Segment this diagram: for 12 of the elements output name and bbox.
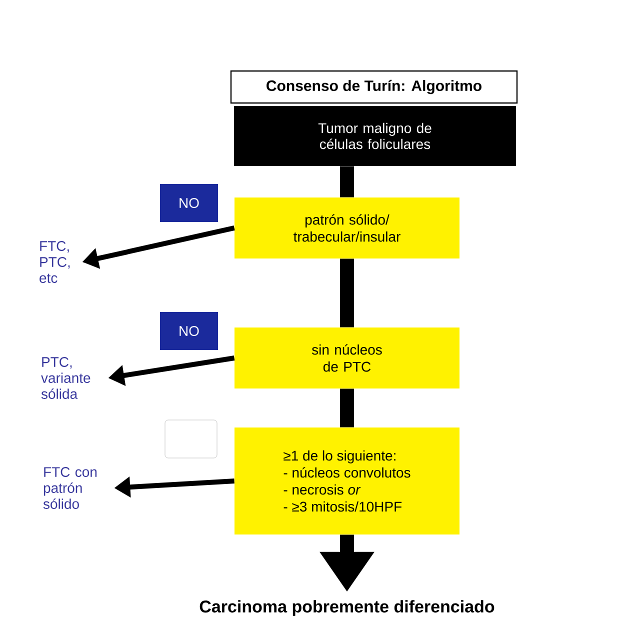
criterion-box: ≥1 de lo siguiente: - núcleos convolutos - necrosis or - ≥3 mitosis/10HPF [234,428,460,534]
result-label: Carcinoma pobremente diferenciado [200,600,494,616]
blank-box [164,420,218,458]
criterion-box: sin núcleos de PTC [234,328,460,388]
outcome-label: PTC, variante sólida [41,357,90,399]
outcome-label: FTC, PTC, etc [40,241,70,283]
answer-box: NO [160,312,218,350]
criterion-box: patrón sólido/ trabecular/insular [234,198,460,258]
title-box: Consenso de Turín: Algoritmo [230,70,518,104]
answer-box: NO [160,184,218,222]
outcome-label: FTC con patrón sólido [43,467,97,509]
process-box: Tumor maligno de células foliculares [234,106,516,166]
